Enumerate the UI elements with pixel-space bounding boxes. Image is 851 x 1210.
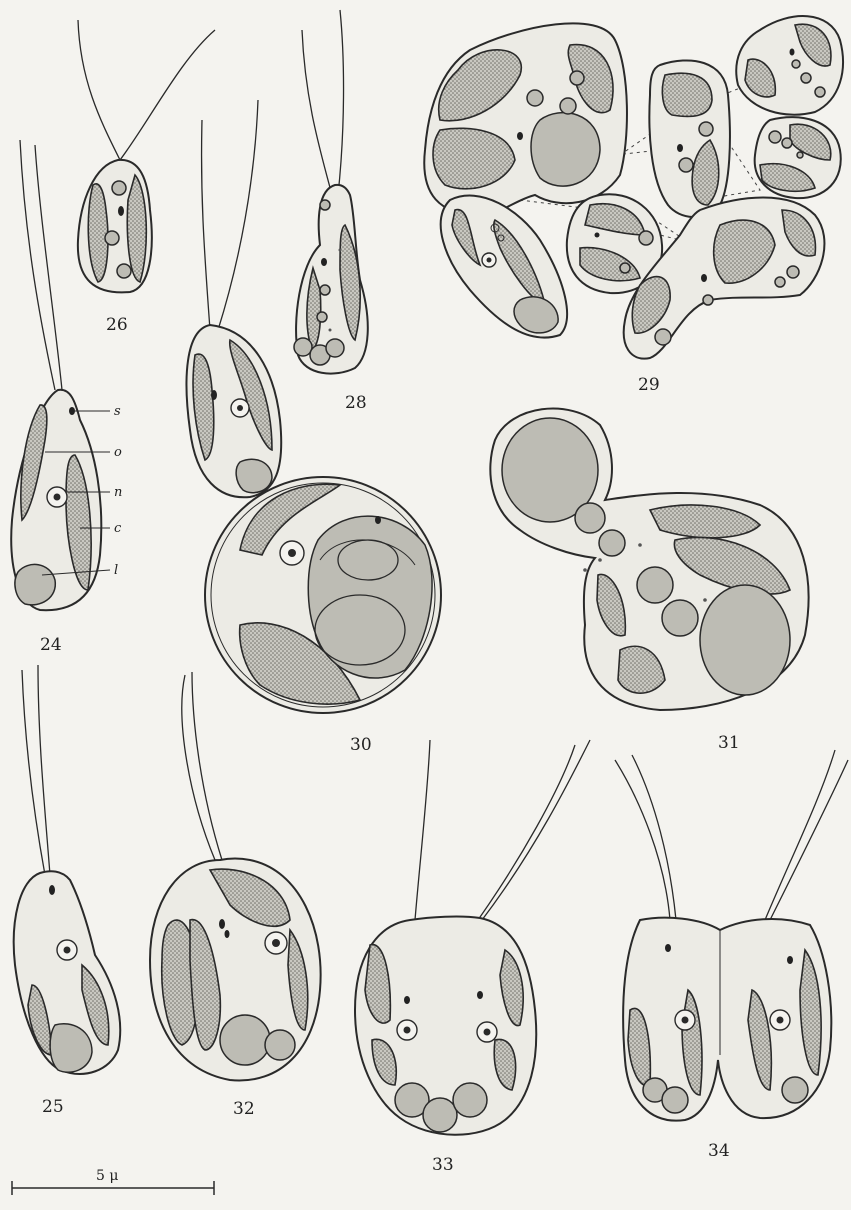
flagellum [202,120,210,330]
label-stigma: s [114,404,121,419]
flagellum [415,740,430,920]
figure-32-cell [150,672,321,1080]
flagellum [192,672,222,860]
figure-31-cell [490,409,808,710]
flagellum [765,750,835,920]
starch-body [700,585,790,695]
figure-25-cell [14,665,121,1074]
label-leucosin: l [114,563,118,578]
flagellum [78,20,120,160]
figure-number-30: 30 [350,735,372,755]
flagellum [120,30,215,160]
figure-number-34: 34 [708,1141,730,1161]
figure-number-25: 25 [42,1097,64,1117]
figure-26-cell [78,20,215,292]
figure-number-31: 31 [718,733,740,753]
flagellum [302,30,332,195]
figure-34-cell [615,750,848,1121]
flagellum [632,755,676,920]
flagellum [482,740,590,920]
starch-body [236,459,272,492]
flagellum [35,145,62,390]
figure-27-cell [187,100,282,497]
figure-29-colony [424,16,843,359]
scale-bar-label: 5 μ [96,1168,118,1184]
flagellum [615,760,670,920]
flagellum [338,10,344,195]
flagellum [770,760,848,920]
figure-28-cell [294,10,368,374]
figure-number-26: 26 [106,315,128,335]
figure-number-29: 29 [638,375,660,395]
figure-number-32: 32 [233,1099,255,1119]
chloroplast [662,73,712,116]
starch-body [15,564,55,604]
figure-number-28: 28 [345,393,367,413]
figure-number-24: 24 [40,635,62,655]
flagellum [182,675,215,860]
figure-30-cell [205,477,441,713]
starch-body [531,113,600,186]
flagellum [218,100,258,330]
label-nucleus: n [114,485,122,500]
label-o: o [114,445,122,460]
flagellum [478,745,575,920]
figure-number-33: 33 [432,1155,454,1175]
label-chloroplast: c [114,521,122,536]
figure-33-cell [355,740,590,1135]
